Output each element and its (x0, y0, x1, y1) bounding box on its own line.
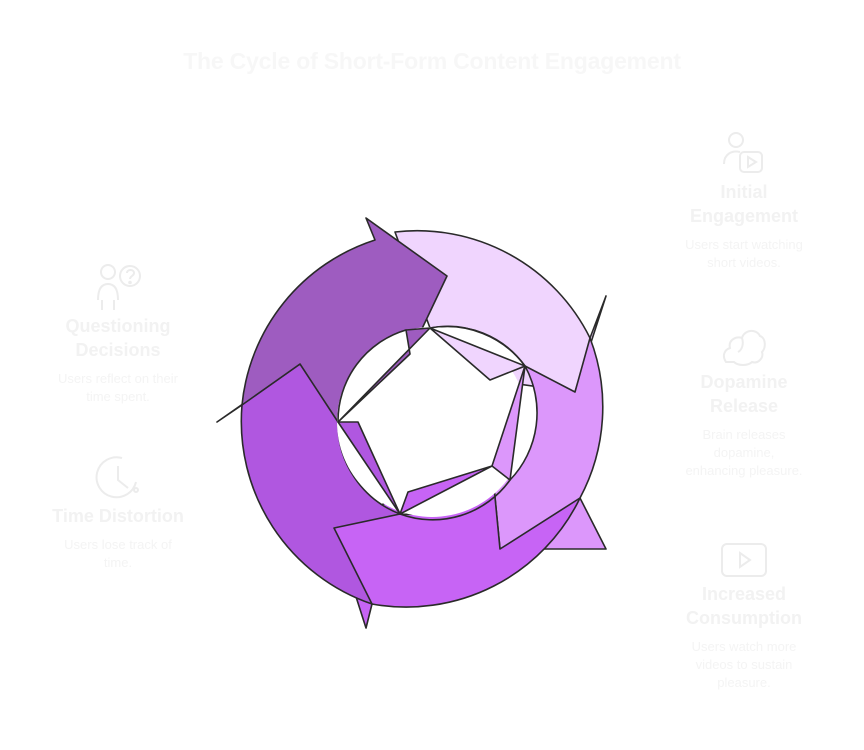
step-heading: Initial Engagement (664, 180, 824, 228)
desc-line: enhancing pleasure. (685, 463, 803, 478)
arrow-tip-left (337, 421, 401, 515)
desc-line: short videos. (707, 255, 781, 270)
arrow-tip-bottom (399, 465, 493, 515)
step-dopamine-release: Dopamine Release Brain releases dopamine… (664, 322, 824, 480)
step-questioning-decisions: Questioning Decisions Users reflect on t… (36, 258, 200, 406)
heading-line: Questioning (65, 316, 171, 336)
step-heading: Dopamine Release (664, 370, 824, 418)
desc-line: Brain releases (702, 427, 786, 442)
heading-line: Engagement (689, 206, 799, 226)
desc-line: Users start watching (685, 237, 803, 252)
step-initial-engagement: Initial Engagement Users start watching … (664, 128, 824, 272)
arrow-tip-right (491, 365, 526, 481)
person-video-icon (723, 132, 763, 173)
desc-line: Users lose track of (64, 537, 172, 552)
heading-line: Time Distortion (52, 506, 184, 526)
desc-line: Users reflect on their (58, 371, 178, 386)
step-description: Brain releases dopamine, enhancing pleas… (664, 426, 824, 480)
brain-icon (722, 330, 766, 366)
arrow-tip-top-right (429, 327, 526, 381)
desc-line: time spent. (86, 389, 150, 404)
clock-icon (95, 456, 139, 499)
heading-line: Decisions (75, 340, 161, 360)
step-increased-consumption: Increased Consumption Users watch more v… (664, 540, 824, 692)
desc-line: time. (103, 555, 133, 570)
person-question-icon (97, 264, 141, 310)
desc-line: pleasure. (717, 675, 771, 690)
step-description: Users watch more videos to sustain pleas… (664, 638, 824, 692)
step-time-distortion: Time Distortion Users lose track of time… (36, 452, 200, 572)
step-heading: Increased Consumption (664, 582, 824, 630)
heading-line: Dopamine (700, 372, 788, 392)
step-description: Users start watching short videos. (664, 236, 824, 272)
inner-ring-outline (337, 325, 526, 521)
diagram-title: The Cycle of Short-Form Content Engageme… (183, 48, 681, 74)
desc-line: dopamine, (713, 445, 775, 460)
desc-line: Users watch more (691, 639, 797, 654)
step-description: Users lose track of time. (36, 536, 200, 572)
play-button-icon (721, 543, 767, 577)
step-description: Users reflect on their time spent. (36, 370, 200, 406)
desc-line: videos to sustain (695, 657, 793, 672)
step-heading: Time Distortion (36, 504, 200, 528)
heading-line: Consumption (686, 608, 802, 628)
step-heading: Questioning Decisions (36, 314, 200, 362)
heading-line: Release (709, 396, 779, 416)
heading-line: Increased (701, 584, 787, 604)
heading-line: Initial (720, 182, 768, 202)
